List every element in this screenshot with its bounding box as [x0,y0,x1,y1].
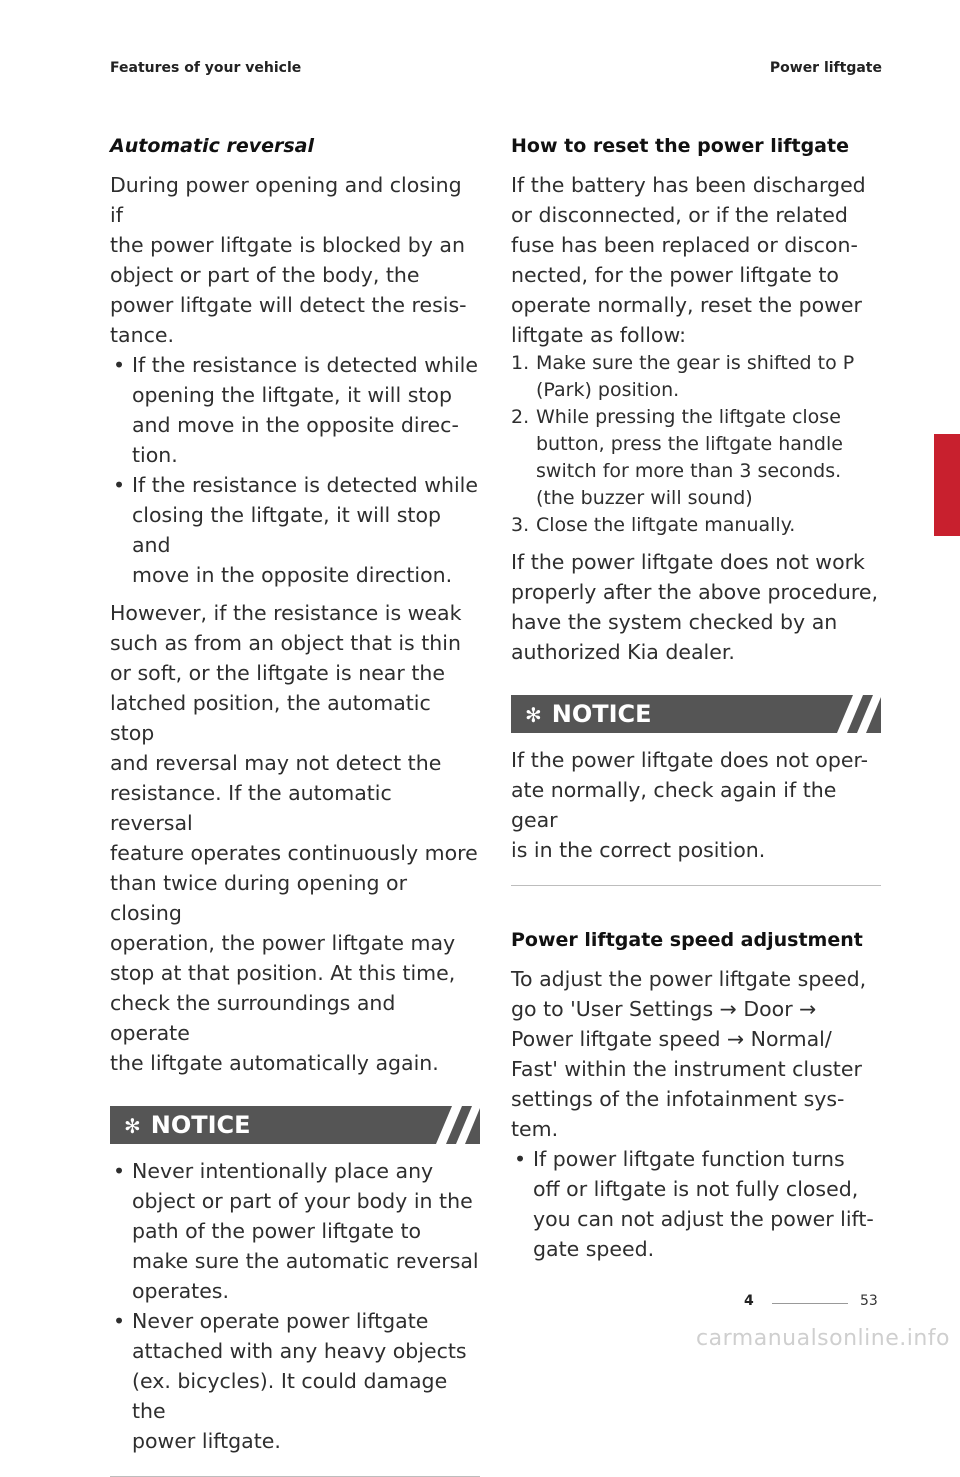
watermark: carmanualsonline.info [696,1326,950,1351]
notice-text: If the power liftgate does not oper-ate … [511,748,868,862]
notice-title: NOTICE [551,700,652,728]
stripes-icon [837,695,881,733]
bullet-icon: • [113,1159,126,1183]
left-column: Automatic reversal During power opening … [110,132,480,1477]
footer-rule [772,1303,848,1304]
footer-chapter: 4 [744,1293,754,1309]
stripes-icon [436,1106,480,1144]
paragraph-speed: To adjust the power liftgate speed,go to… [511,967,867,1141]
list-item: 3.Close the liftgate manually. [511,514,796,536]
asterisk-icon: ✻ [525,703,542,727]
running-header-left: Features of your vehicle [110,60,302,76]
chapter-side-tab [934,434,960,536]
running-header-right: Power liftgate [769,60,882,76]
asterisk-icon: ✻ [124,1114,141,1138]
list-item: 1.Make sure the gear is shifted to P(Par… [511,352,855,401]
section-title-speed: Power liftgate speed adjustment [511,929,863,951]
section-title-automatic-reversal: Automatic reversal [110,135,314,157]
notice-title: NOTICE [150,1111,251,1139]
bullet-icon: • [113,353,126,377]
notice-end-rule [511,885,881,886]
bullet-icon: • [514,1147,527,1171]
notice-header: ✻ NOTICE [511,695,881,733]
bullet-icon: • [113,473,126,497]
bullet-icon: • [113,1309,126,1333]
right-column: How to reset the power liftgate If the b… [511,132,881,1264]
section-title-reset: How to reset the power liftgate [511,135,849,157]
notice-header: ✻ NOTICE [110,1106,480,1144]
chapter-side-number: 4 [945,516,958,537]
reset-steps-list: 1.Make sure the gear is shifted to P(Par… [511,350,881,539]
footer-page-number: 53 [860,1293,878,1309]
